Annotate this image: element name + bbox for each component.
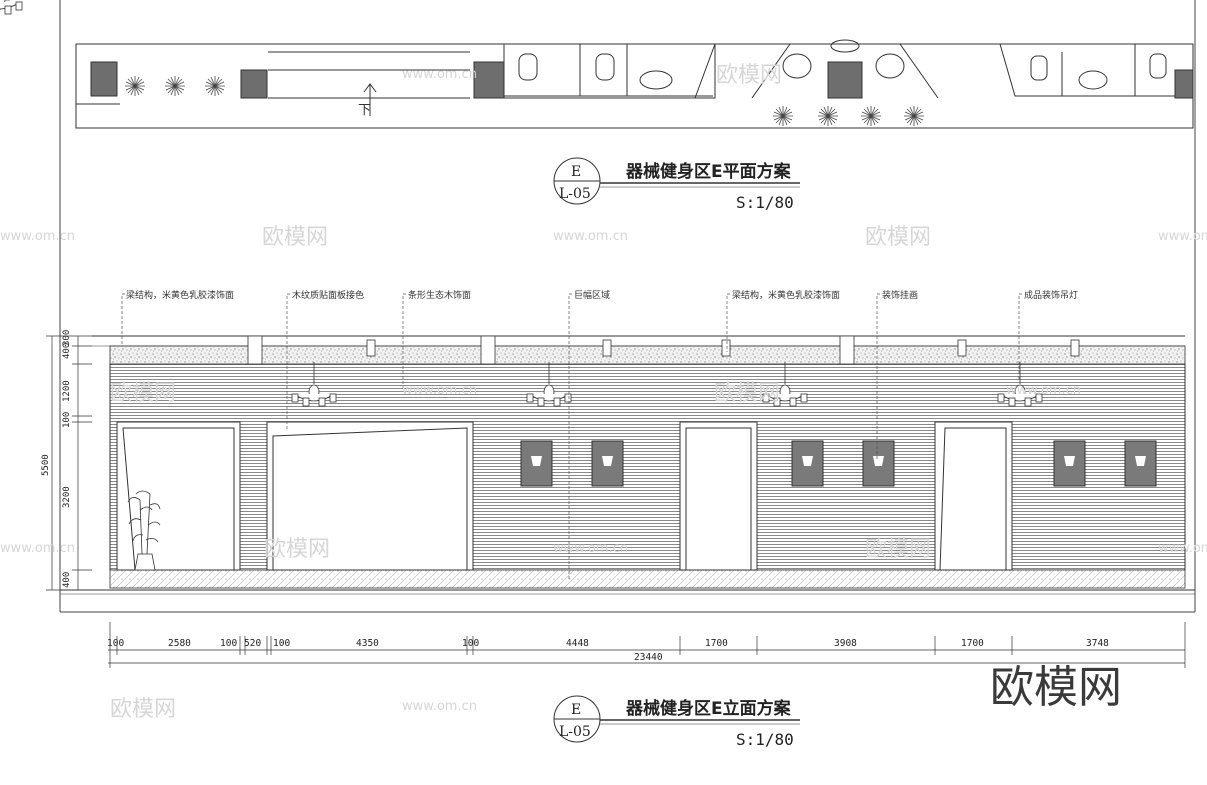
horizontal-dim: 1700 (961, 638, 984, 649)
total-height-dim: 5500 (41, 454, 51, 476)
plan-section-mark: 下 (358, 103, 371, 118)
machine-icon (1030, 55, 1048, 81)
total-width-dim: 23440 (634, 652, 663, 663)
plan-column (827, 61, 863, 99)
svg-text:欧模网: 欧模网 (865, 225, 931, 250)
svg-text:www.om.cn: www.om.cn (553, 541, 628, 556)
horizontal-dim: 100 (273, 638, 290, 649)
svg-text:www.om.cn: www.om.cn (1158, 229, 1207, 244)
sheet-frame (59, 0, 1196, 613)
annotation-label: 巨幅区域 (574, 289, 610, 301)
elevation-marker-letter: E (571, 702, 581, 718)
plan-column (90, 61, 118, 97)
plan-title-block (553, 157, 800, 205)
potted-plant-icon (127, 490, 161, 571)
horizontal-dimension-lines (108, 622, 1186, 668)
machine-icon (518, 53, 538, 81)
horizontal-dim: 2580 (168, 638, 191, 649)
vertical-dim: 300 (62, 330, 72, 346)
svg-text:欧模网: 欧模网 (110, 381, 176, 406)
plan-column (1174, 69, 1194, 99)
brand-logo: 欧模网 (990, 662, 1122, 713)
horizontal-dim: 3748 (1086, 638, 1109, 649)
svg-text:www.om.cn: www.om.cn (402, 383, 477, 398)
machine-icon (1149, 53, 1167, 79)
horizontal-dim: 1700 (705, 638, 728, 649)
vertical-dim: 400 (62, 343, 72, 359)
machine-icon (782, 53, 812, 79)
horizontal-dim: 100 (462, 638, 479, 649)
annotation-label: 梁结构，米黄色乳胶漆饰面 (732, 289, 840, 301)
svg-text:www.om.cn: www.om.cn (1006, 383, 1081, 398)
svg-text:www.om.cn: www.om.cn (553, 229, 628, 244)
annotation-label: 成品装饰吊灯 (1024, 289, 1078, 301)
svg-text:欧模网: 欧模网 (865, 537, 931, 562)
plan-plants (0, 0, 925, 127)
machine-icon (639, 70, 673, 90)
svg-text:www.om.cn: www.om.cn (0, 541, 75, 556)
plan-view (75, 39, 1194, 129)
machine-icon (830, 39, 860, 53)
horizontal-dim: 100 (220, 638, 237, 649)
annotation-label: 装饰挂画 (882, 289, 918, 301)
plan-column (240, 69, 268, 99)
svg-text:欧模网: 欧模网 (110, 697, 176, 722)
elevation-marker-sheet: L-05 (559, 724, 591, 740)
horizontal-dim: 4448 (566, 638, 589, 649)
pendant-lamps (0, 0, 1043, 407)
watermarks: 欧模网 www.om.cn 欧模网 www.om.cn www.om.cn 欧模… (0, 63, 1207, 722)
vertical-dim: 3200 (62, 486, 72, 508)
machine-icon (595, 53, 615, 81)
plan-marker-sheet: L-05 (559, 186, 591, 202)
plan-title: 器械健身区E平面方案 (625, 161, 792, 182)
beam-notches (247, 335, 1080, 365)
annotation-label: 木纹质贴面板接色 (292, 289, 364, 301)
vertical-dim: 400 (62, 572, 72, 588)
horizontal-dim: 520 (244, 638, 261, 649)
horizontal-dim: 3908 (834, 638, 857, 649)
elevation-scale: S:1/80 (736, 730, 794, 749)
svg-text:www.om.cn: www.om.cn (0, 229, 75, 244)
horizontal-dim: 100 (107, 638, 124, 649)
annotation-label: 梁结构，米黄色乳胶漆饰面 (126, 289, 234, 301)
svg-text:欧模网: 欧模网 (264, 537, 330, 562)
artwork (1053, 440, 1086, 487)
machine-icon (875, 53, 905, 79)
svg-text:欧模网: 欧模网 (714, 381, 780, 406)
svg-text:www.om.cn: www.om.cn (402, 67, 477, 82)
svg-text:欧模网: 欧模网 (262, 225, 328, 250)
machine-icon (1078, 70, 1108, 90)
svg-text:www.om.cn: www.om.cn (1158, 541, 1207, 556)
plan-column (473, 61, 505, 99)
annotation-label: 条形生态木饰面 (408, 289, 471, 301)
wall-artworks (520, 440, 1157, 487)
vertical-dimension-lines (46, 335, 92, 591)
vertical-dim: 1200 (62, 380, 72, 402)
vertical-dim: 100 (62, 412, 72, 428)
elevation-title-block (553, 695, 800, 743)
plan-marker-letter: E (571, 164, 581, 180)
artwork (1124, 440, 1157, 487)
horizontal-dim: 4350 (356, 638, 379, 649)
elevation-title: 器械健身区E立面方案 (625, 698, 792, 719)
plan-scale: S:1/80 (736, 193, 794, 212)
svg-text:欧模网: 欧模网 (716, 63, 782, 88)
svg-text:www.om.cn: www.om.cn (402, 699, 477, 714)
annotation-leaders (121, 293, 1022, 580)
